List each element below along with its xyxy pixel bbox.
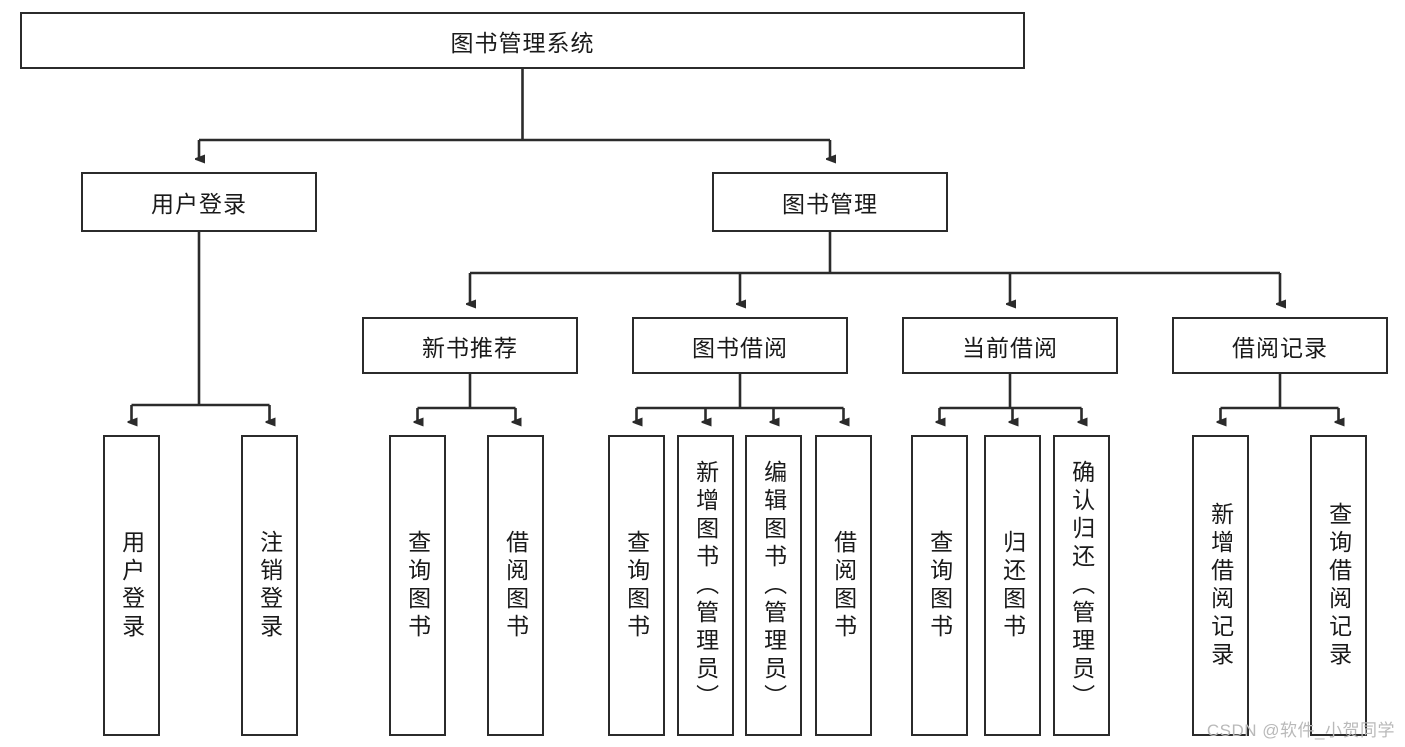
node-leaf-label: 借阅图书 — [502, 529, 529, 642]
node-leaf-label: 查询图书 — [404, 529, 431, 642]
node-leaf-label: 查询图书 — [926, 529, 953, 642]
node-borrow-record[interactable]: 借阅记录 — [1172, 317, 1388, 374]
node-user-login[interactable]: 用户登录 — [81, 172, 317, 232]
node-leaf-bb-query[interactable]: 查询图书 — [608, 435, 665, 736]
node-current-borrow-label: 当前借阅 — [962, 334, 1058, 361]
node-leaf-label: 新增借阅记录 — [1207, 501, 1234, 670]
node-leaf-user-login[interactable]: 用户登录 — [103, 435, 160, 736]
node-leaf-bb-edit[interactable]: 编辑图书（管理员） — [745, 435, 802, 736]
node-new-book-rec-label: 新书推荐 — [422, 334, 518, 361]
node-leaf-cb-confirm[interactable]: 确认归还（管理员） — [1053, 435, 1110, 736]
node-book-borrow[interactable]: 图书借阅 — [632, 317, 848, 374]
node-leaf-label: 查询图书 — [623, 529, 650, 642]
node-leaf-br-add[interactable]: 新增借阅记录 — [1192, 435, 1249, 736]
node-borrow-record-label: 借阅记录 — [1232, 334, 1328, 361]
node-leaf-label: 注销登录 — [256, 529, 283, 642]
node-root[interactable]: 图书管理系统 — [20, 12, 1025, 69]
node-leaf-rec-query[interactable]: 查询图书 — [389, 435, 446, 736]
node-leaf-label: 用户登录 — [118, 529, 145, 642]
node-leaf-label: 借阅图书 — [830, 529, 857, 642]
node-leaf-label: 新增图书（管理员） — [692, 459, 719, 712]
node-leaf-label: 编辑图书（管理员） — [760, 459, 787, 712]
node-book-borrow-label: 图书借阅 — [692, 334, 788, 361]
node-leaf-cb-return[interactable]: 归还图书 — [984, 435, 1041, 736]
node-leaf-bb-borrow[interactable]: 借阅图书 — [815, 435, 872, 736]
node-new-book-rec[interactable]: 新书推荐 — [362, 317, 578, 374]
node-leaf-label: 查询借阅记录 — [1325, 501, 1352, 670]
node-root-label: 图书管理系统 — [450, 29, 595, 56]
node-leaf-bb-add[interactable]: 新增图书（管理员） — [677, 435, 734, 736]
node-user-login-label: 用户登录 — [151, 191, 247, 217]
node-leaf-label: 归还图书 — [999, 529, 1026, 642]
node-leaf-label: 确认归还（管理员） — [1068, 459, 1095, 712]
node-book-manage[interactable]: 图书管理 — [712, 172, 948, 232]
node-leaf-br-query[interactable]: 查询借阅记录 — [1310, 435, 1367, 736]
node-leaf-rec-borrow[interactable]: 借阅图书 — [487, 435, 544, 736]
node-leaf-cb-query[interactable]: 查询图书 — [911, 435, 968, 736]
node-current-borrow[interactable]: 当前借阅 — [902, 317, 1118, 374]
node-leaf-user-logout[interactable]: 注销登录 — [241, 435, 298, 736]
node-book-manage-label: 图书管理 — [782, 191, 878, 217]
